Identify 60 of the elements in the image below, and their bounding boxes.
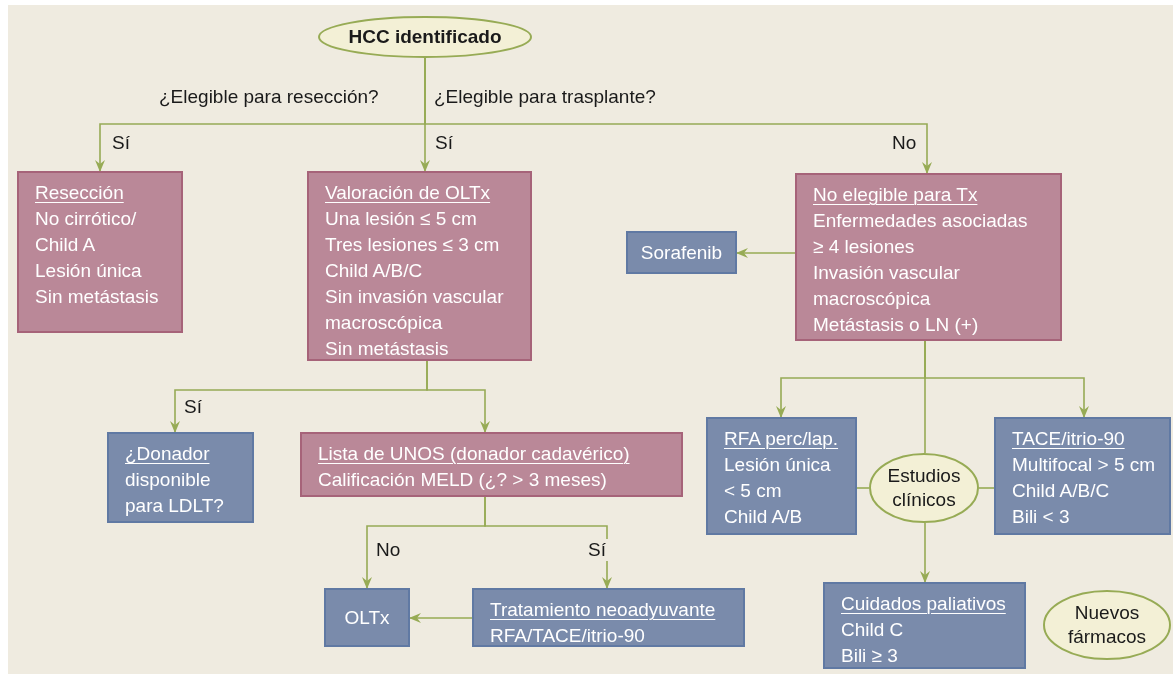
box-text: Sorafenib [640,240,723,265]
box-text: disponible para LDLT? [125,468,225,518]
box-text: Sin metástasis [325,337,450,361]
oval-node [869,453,979,523]
box-text: Nuevos fármacos [1066,601,1148,649]
box-text: Sin metástasis [35,285,160,309]
box-heading: TACE/itrio-90 [1012,427,1126,451]
box-text: Bili ≥ 3 [841,644,899,668]
box-heading: No elegible para Tx [813,183,979,207]
box-heading: Lista de UNOS (donador cadavérico) [318,442,631,466]
box-text: Invasión vascular macroscópica [813,261,961,311]
process-box [17,171,183,333]
arrow [736,248,796,258]
process-box [706,417,857,535]
process-box [795,173,1062,341]
box-heading: Tratamiento neoadyuvante [490,598,717,622]
process-box [324,588,410,647]
box-text: Lesión única [35,259,143,283]
arrow [409,613,473,623]
box-text: ≥ 4 lesiones [813,235,916,259]
process-box [994,417,1171,535]
connector-line [856,487,870,489]
box-text: Child A/B [724,505,804,529]
process-box [307,171,532,361]
box-text: Enfermedades asociadas [813,209,1029,233]
process-box [626,231,737,274]
box-text: Metástasis o LN (+) [813,313,980,337]
arrow [920,522,930,583]
process-box [472,588,745,647]
box-heading: Resección [35,181,125,205]
box-heading: Valoración de OLTx [325,181,492,205]
box-text: RFA/TACE/itrio-90 [490,624,646,648]
box-text: Bili < 3 [1012,505,1071,529]
box-text: Multifocal > 5 cm [1012,453,1157,477]
edge-label: Sí [586,539,608,561]
box-text: Child A/B/C [1012,479,1111,503]
box-text: Estudios clínicos [886,464,962,512]
connector-line [978,487,995,489]
oval-node [318,16,532,58]
box-text: Una lesión ≤ 5 cm [325,207,478,231]
box-text: Calificación MELD (¿? > 3 meses) [318,468,608,492]
box-text: < 5 cm [724,479,783,503]
box-text: Sin invasión vascular macroscópica [325,285,505,335]
process-box [823,582,1026,669]
box-heading: ¿Donador [125,442,211,466]
box-text: Lesión única [724,453,832,477]
arrow [484,496,612,589]
oval-node [1043,590,1171,660]
process-box [300,432,683,497]
box-text: No cirrótico/ Child A [35,207,138,257]
box-heading: RFA perc/lap. [724,427,840,451]
box-heading: Cuidados paliativos [841,592,1007,616]
box-text: HCC identificado [348,25,502,49]
connector-line [924,340,926,454]
box-text: Tres lesiones ≤ 3 cm [325,233,501,257]
box-text: Child C [841,618,905,642]
box-text: OLTx [344,605,390,630]
arrow [426,360,490,433]
box-text: Child A/B/C [325,259,424,283]
process-box [107,432,254,523]
